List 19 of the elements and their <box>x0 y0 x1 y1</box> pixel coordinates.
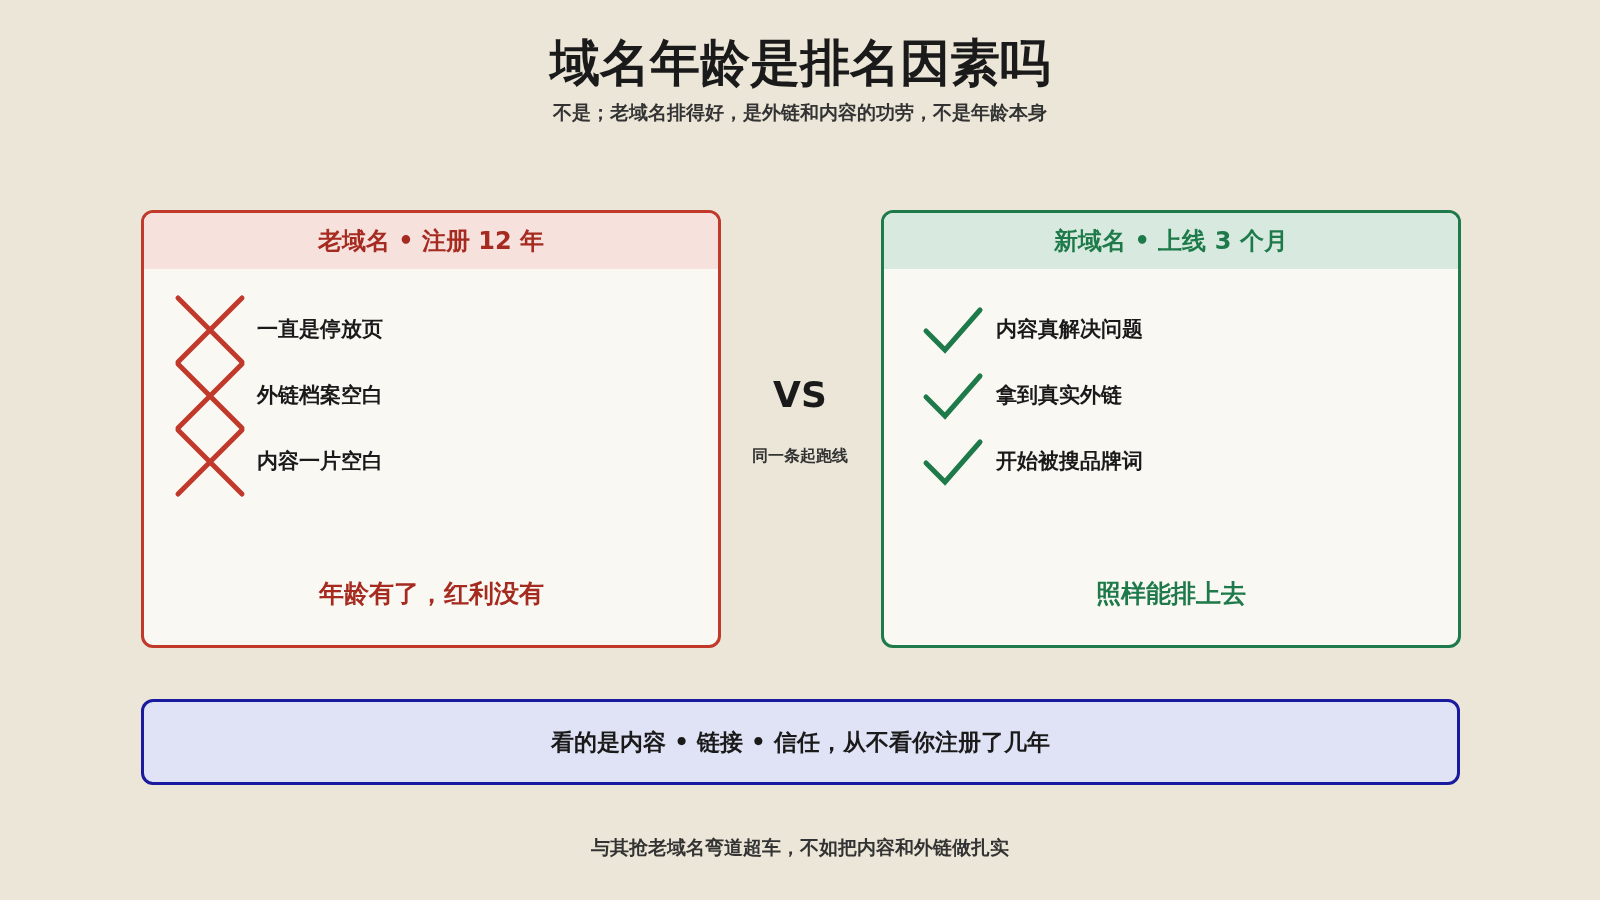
card-header: 老域名 • 注册 12 年 <box>144 213 718 269</box>
banner <box>141 699 1460 785</box>
title: 域名年龄是排名因素吗 <box>548 33 1051 94</box>
list-item: 内容真解决问题 <box>996 316 1143 343</box>
card-footer-text: 年龄有了，红利没有 <box>317 578 545 610</box>
list-item: 内容一片空白 <box>257 448 383 475</box>
banner-text: 看的是内容 • 链接 • 信任，从不看你注册了几年 <box>551 727 1050 757</box>
vs-text: VS <box>772 374 828 415</box>
footer-note: 与其抢老域名弯道超车，不如把内容和外链做扎实 <box>590 835 1010 860</box>
card-footer-text: 照样能排上去 <box>1095 578 1247 610</box>
card <box>881 210 1461 648</box>
caption-text: 同一条起跑线 <box>751 446 849 467</box>
card <box>141 210 721 648</box>
list-item: 一直是停放页 <box>257 316 383 343</box>
card-header: 新域名 • 上线 3 个月 <box>884 213 1458 269</box>
list-item: 拿到真实外链 <box>996 382 1122 409</box>
list-item: 外链档案空白 <box>257 382 383 409</box>
subtitle: 不是；老域名排得好，是外链和内容的功劳，不是年龄本身 <box>552 100 1048 125</box>
list-item: 开始被搜品牌词 <box>996 448 1143 475</box>
